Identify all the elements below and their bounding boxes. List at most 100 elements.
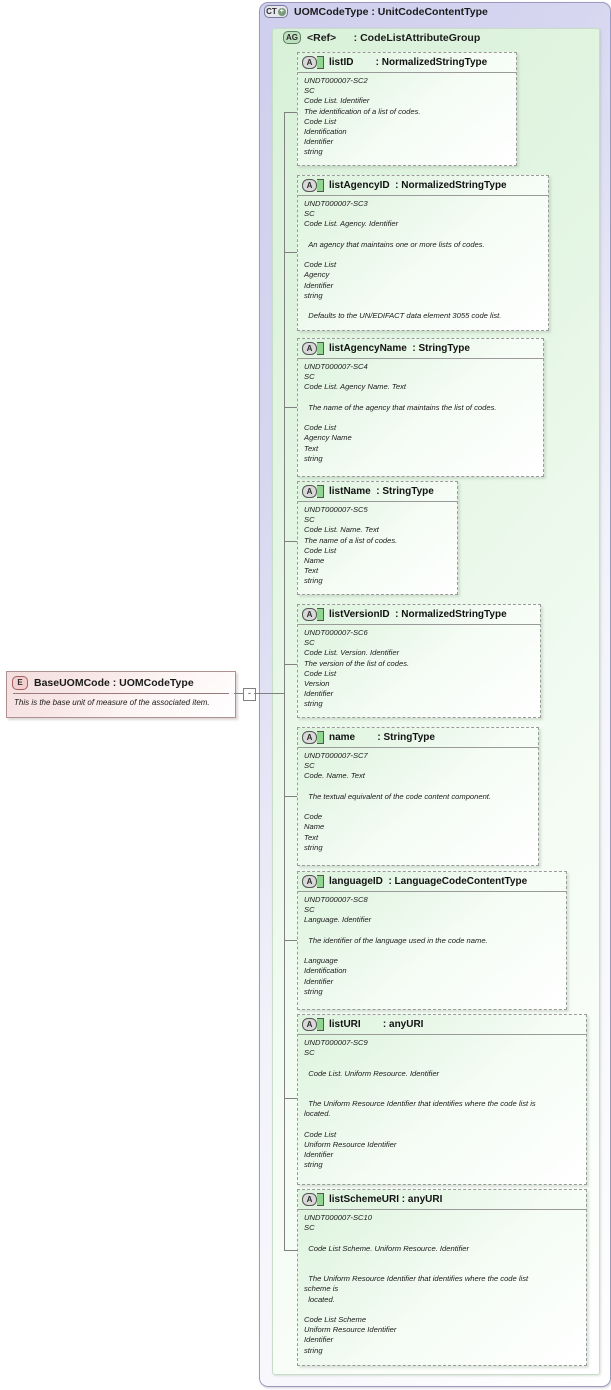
- collapse-toggle[interactable]: -: [243, 688, 256, 701]
- attribute-documentation: UNDT000007-SC7 SC Code. Name. Text The t…: [304, 751, 492, 852]
- attributegroup-header: AG <Ref> : CodeListAttributeGroup: [283, 31, 480, 44]
- attribute-body: UNDT000007-SC4 SC Code List. Agency Name…: [298, 359, 543, 468]
- attribute-title: listID : NormalizedStringType: [329, 57, 488, 68]
- attribute-icon-swatch: [317, 485, 324, 498]
- attribute-icon-label: A: [302, 875, 317, 888]
- attribute-body: UNDT000007-SC2 SC Code List. Identifier …: [298, 73, 516, 162]
- attribute-icon: A: [302, 179, 324, 192]
- element-title: BaseUOMCode : UOMCodeType: [34, 676, 194, 689]
- attribute-box[interactable]: A listID : NormalizedStringType UNDT0000…: [297, 52, 517, 166]
- connector-line: [284, 252, 297, 253]
- connector-line: [284, 112, 297, 113]
- attribute-title: listVersionID : NormalizedStringType: [329, 609, 507, 620]
- attribute-box[interactable]: A listAgencyName : StringType UNDT000007…: [297, 338, 544, 477]
- attribute-header: A listSchemeURI : anyURI: [298, 1190, 586, 1210]
- attribute-icon: A: [302, 1193, 324, 1206]
- attribute-icon-label: A: [302, 56, 317, 69]
- attribute-icon-label: A: [302, 1018, 317, 1031]
- attribute-icon-label: A: [302, 608, 317, 621]
- attribute-icon-swatch: [317, 875, 324, 888]
- connector-line: [284, 541, 297, 542]
- attribute-header: A listAgencyID : NormalizedStringType: [298, 176, 548, 196]
- attribute-box[interactable]: A listURI : anyURI UNDT000007-SC9 SC Cod…: [297, 1014, 587, 1185]
- attribute-icon-label: A: [302, 731, 317, 744]
- connector-line: [284, 940, 297, 941]
- attribute-body: UNDT000007-SC3 SC Code List. Agency. Ide…: [298, 196, 548, 325]
- attribute-icon: A: [302, 485, 324, 498]
- connector-line: [284, 1098, 297, 1099]
- element-documentation: This is the base unit of measure of the …: [14, 698, 210, 707]
- attribute-icon-swatch: [317, 342, 324, 355]
- attribute-box[interactable]: A languageID : LanguageCodeContentType U…: [297, 871, 567, 1010]
- complextype-title: UOMCodeType : UnitCodeContentType: [294, 5, 488, 18]
- attribute-box[interactable]: A listAgencyID : NormalizedStringType UN…: [297, 175, 549, 331]
- attribute-body: UNDT000007-SC6 SC Code List. Version. Id…: [298, 625, 540, 714]
- attribute-documentation: UNDT000007-SC10 SC Code List Scheme. Uni…: [304, 1213, 529, 1355]
- attribute-header: A listURI : anyURI: [298, 1015, 586, 1035]
- connector-line: [234, 693, 243, 694]
- attribute-title: listSchemeURI : anyURI: [329, 1194, 443, 1205]
- attribute-documentation: UNDT000007-SC4 SC Code List. Agency Name…: [304, 362, 497, 463]
- attribute-documentation: UNDT000007-SC2 SC Code List. Identifier …: [304, 76, 421, 157]
- connector-line: [254, 693, 284, 694]
- attribute-documentation: UNDT000007-SC3 SC Code List. Agency. Ide…: [304, 199, 502, 321]
- attribute-header: A listName : StringType: [298, 482, 457, 502]
- attributegroup-icon[interactable]: AG: [283, 31, 301, 44]
- attribute-box[interactable]: A name : StringType UNDT000007-SC7 SC Co…: [297, 727, 539, 866]
- attribute-header: A name : StringType: [298, 728, 538, 748]
- attribute-title: listName : StringType: [329, 486, 434, 497]
- attribute-icon-swatch: [317, 1193, 324, 1206]
- attribute-icon: A: [302, 342, 324, 355]
- attribute-header: A languageID : LanguageCodeContentType: [298, 872, 566, 892]
- attribute-icon-label: A: [302, 342, 317, 355]
- attribute-icon: A: [302, 875, 324, 888]
- expand-plus-icon[interactable]: +: [277, 7, 286, 16]
- attribute-box[interactable]: A listVersionID : NormalizedStringType U…: [297, 604, 541, 718]
- attribute-body: UNDT000007-SC9 SC Code List. Uniform Res…: [298, 1035, 586, 1175]
- element-box[interactable]: E BaseUOMCode : UOMCodeType This is the …: [6, 671, 236, 718]
- attribute-icon-label: A: [302, 485, 317, 498]
- attributegroup-title: <Ref> : CodeListAttributeGroup: [307, 31, 481, 44]
- attribute-body: UNDT000007-SC7 SC Code. Name. Text The t…: [298, 748, 538, 857]
- attribute-body: UNDT000007-SC10 SC Code List Scheme. Uni…: [298, 1210, 586, 1360]
- element-divider: [13, 693, 229, 694]
- element-icon: E: [12, 675, 28, 690]
- attribute-body: UNDT000007-SC5 SC Code List. Name. Text …: [298, 502, 457, 591]
- connector-line: [284, 1250, 297, 1251]
- attribute-documentation: UNDT000007-SC5 SC Code List. Name. Text …: [304, 505, 398, 586]
- attribute-icon-swatch: [317, 1018, 324, 1031]
- attribute-documentation: UNDT000007-SC9 SC Code List. Uniform Res…: [304, 1038, 536, 1170]
- connector-line: [284, 796, 297, 797]
- collapse-toggle-label: -: [248, 688, 251, 698]
- attribute-title: name : StringType: [329, 732, 435, 743]
- attribute-icon-label: A: [302, 1193, 317, 1206]
- attribute-icon: A: [302, 731, 324, 744]
- attribute-icon: A: [302, 56, 324, 69]
- connector-trunk: [284, 112, 285, 1250]
- element-header: E BaseUOMCode : UOMCodeType: [7, 672, 235, 693]
- attribute-title: listURI : anyURI: [329, 1019, 424, 1030]
- attribute-header: A listID : NormalizedStringType: [298, 53, 516, 73]
- attribute-icon: A: [302, 1018, 324, 1031]
- attribute-header: A listAgencyName : StringType: [298, 339, 543, 359]
- element-body: This is the base unit of measure of the …: [7, 694, 235, 711]
- connector-line: [284, 407, 297, 408]
- attribute-icon: A: [302, 608, 324, 621]
- attribute-box[interactable]: A listName : StringType UNDT000007-SC5 S…: [297, 481, 458, 595]
- attribute-icon-swatch: [317, 731, 324, 744]
- attribute-documentation: UNDT000007-SC8 SC Language. Identifier T…: [304, 895, 488, 996]
- attribute-title: languageID : LanguageCodeContentType: [329, 876, 528, 887]
- connector-line: [284, 664, 297, 665]
- complextype-expand-icon[interactable]: CT+: [264, 5, 288, 18]
- attribute-title: listAgencyName : StringType: [329, 343, 470, 354]
- attribute-box[interactable]: A listSchemeURI : anyURI UNDT000007-SC10…: [297, 1189, 587, 1366]
- attribute-icon-swatch: [317, 179, 324, 192]
- attribute-icon-swatch: [317, 608, 324, 621]
- attribute-documentation: UNDT000007-SC6 SC Code List. Version. Id…: [304, 628, 410, 709]
- attribute-title: listAgencyID : NormalizedStringType: [329, 180, 507, 191]
- attribute-icon-label: A: [302, 179, 317, 192]
- complextype-icon-label: CT: [266, 6, 277, 16]
- complextype-header: CT+ UOMCodeType : UnitCodeContentType: [264, 5, 488, 18]
- attribute-body: UNDT000007-SC8 SC Language. Identifier T…: [298, 892, 566, 1001]
